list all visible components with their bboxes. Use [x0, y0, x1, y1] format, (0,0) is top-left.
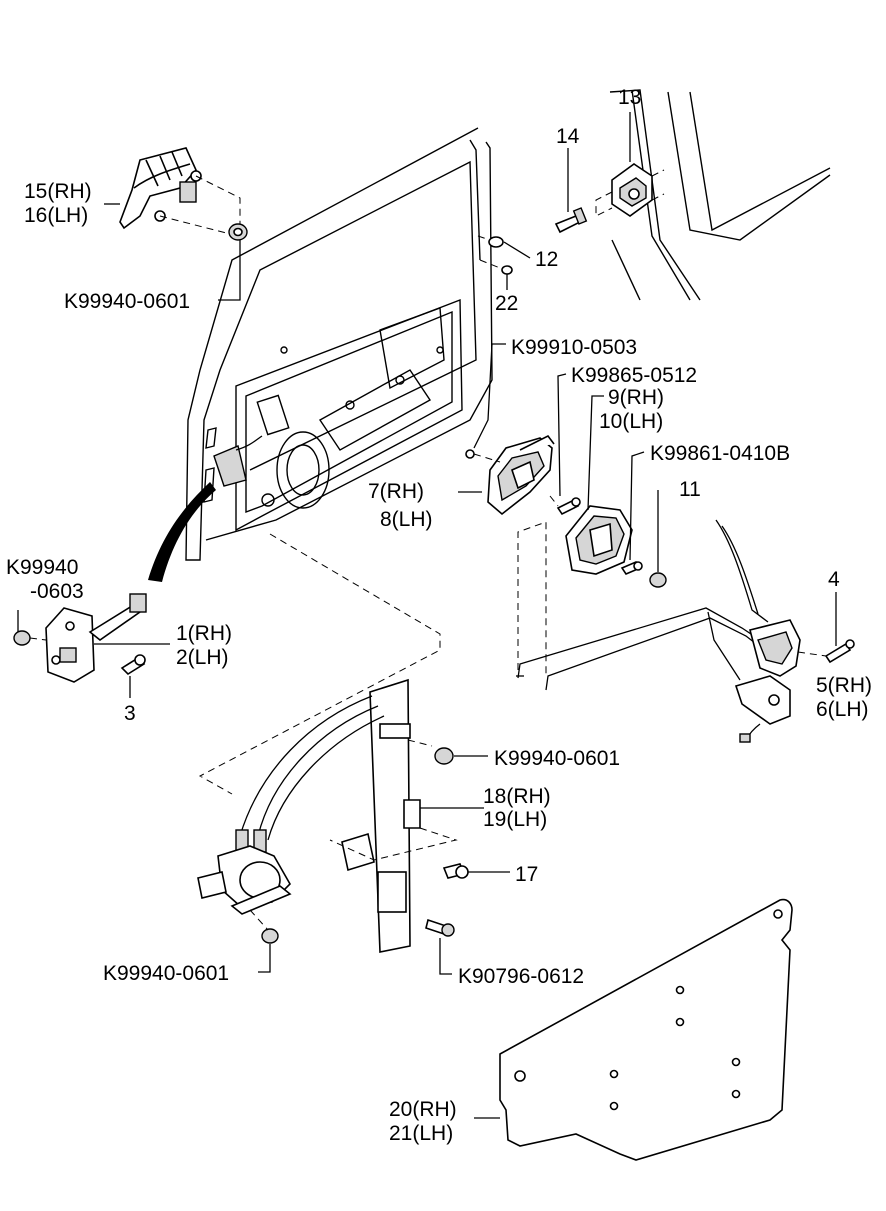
- door-shell: [185, 127, 493, 561]
- label-1: 1(RH): [176, 622, 232, 645]
- label-22: 22: [495, 292, 518, 315]
- label-18: 18(RH): [483, 785, 551, 808]
- grommet-12: [488, 236, 504, 248]
- label-21: 21(LH): [389, 1122, 453, 1145]
- nut-top: [228, 223, 248, 241]
- nut-mid: [434, 747, 454, 765]
- door-latch: [734, 619, 801, 743]
- latch-screw: [824, 639, 855, 664]
- grommet-22: [501, 265, 513, 275]
- door-check: [45, 593, 147, 683]
- label-11: 11: [679, 478, 701, 501]
- label-k99940: K99940: [6, 556, 78, 579]
- bolt-3: [120, 654, 146, 676]
- pointer-arrow: [148, 482, 216, 582]
- window-regulator: [197, 678, 421, 953]
- lock-rods: [516, 519, 769, 691]
- label-8: 8(LH): [380, 508, 433, 531]
- label-k99940-0601-mid: K99940-0601: [494, 747, 620, 770]
- part-labels: 13 14 15(RH) 16(LH) 12 22 K99940-0601 K9…: [6, 86, 872, 1145]
- label-k99910-0503: K99910-0503: [511, 336, 637, 359]
- nut-0603: [13, 630, 31, 646]
- screw-0512: [556, 497, 581, 516]
- cap-11: [649, 572, 667, 588]
- label-3: 3: [124, 702, 136, 725]
- bolt-17: [442, 863, 469, 879]
- inside-handle-bezel: [565, 505, 633, 575]
- striker: [595, 163, 665, 217]
- label-17: 17: [515, 863, 538, 886]
- label-5: 5(RH): [816, 674, 872, 697]
- label-0603: -0603: [30, 580, 84, 603]
- label-14: 14: [556, 125, 580, 148]
- label-9: 9(RH): [608, 386, 664, 409]
- label-k99940-0601-top: K99940-0601: [64, 290, 190, 313]
- nut-bot: [261, 928, 279, 944]
- label-19: 19(LH): [483, 808, 547, 831]
- label-12: 12: [535, 248, 558, 271]
- outside-handle: [119, 147, 241, 237]
- inside-handle: [465, 434, 555, 516]
- leader-lines: [17, 112, 837, 1119]
- sealing-panel: [499, 898, 793, 1161]
- label-k99940-0601-bot: K99940-0601: [103, 962, 229, 985]
- label-7: 7(RH): [368, 480, 424, 503]
- label-15: 15(RH): [24, 180, 92, 203]
- label-k90796-0612: K90796-0612: [458, 965, 584, 988]
- label-4: 4: [828, 568, 840, 591]
- label-20: 20(RH): [389, 1098, 457, 1121]
- bolt-0612: [425, 918, 455, 937]
- speaker-opening: [276, 431, 330, 509]
- label-2: 2(LH): [176, 646, 229, 669]
- screw-0410b: [620, 561, 643, 575]
- label-13: 13: [618, 86, 641, 109]
- body-pillar: [609, 89, 831, 301]
- label-k99865-0512: K99865-0512: [571, 364, 697, 387]
- label-k99861-0410b: K99861-0410B: [650, 442, 790, 465]
- striker-bolt: [554, 207, 588, 234]
- label-6: 6(LH): [816, 698, 869, 721]
- label-16: 16(LH): [24, 204, 88, 227]
- label-10: 10(LH): [599, 410, 663, 433]
